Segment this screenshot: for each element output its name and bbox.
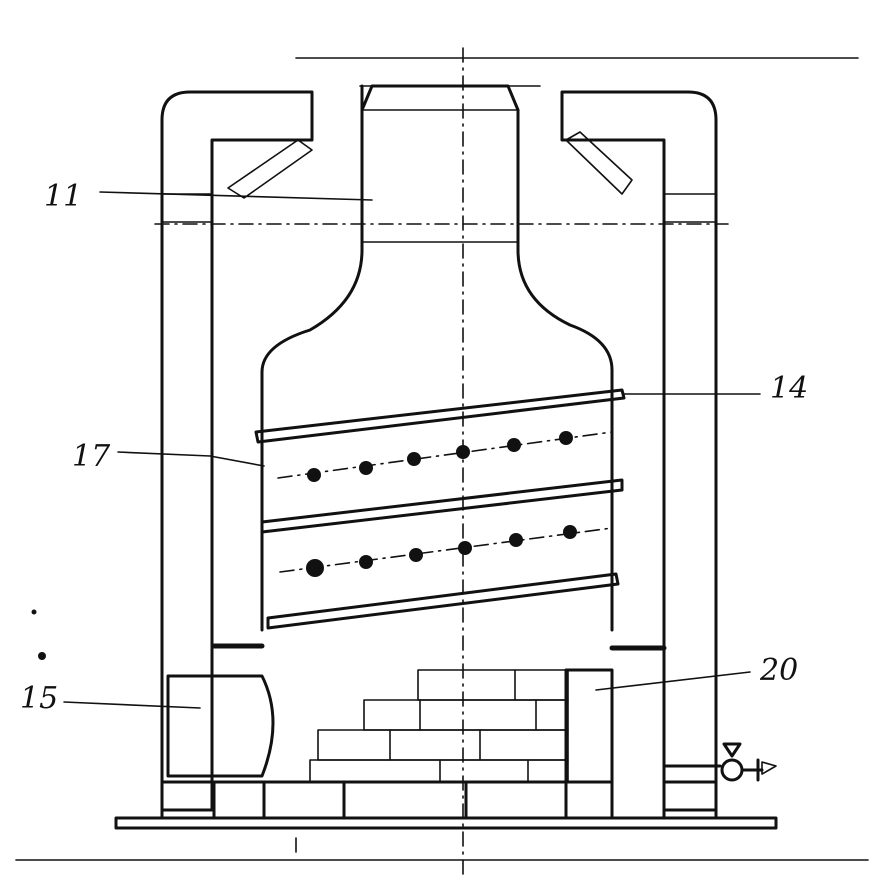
- right-outer-wall: [560, 90, 718, 812]
- stray-dot-2: [38, 652, 46, 660]
- label-11: 11: [44, 179, 82, 214]
- stray-dot-1: [31, 609, 37, 615]
- label-20: 20: [759, 653, 798, 688]
- brick-stack: [309, 669, 569, 783]
- leader-15: [63, 701, 201, 709]
- brick-pillar-20: [564, 668, 614, 784]
- label-14: 14: [770, 371, 808, 406]
- spiral-band-1: [254, 388, 626, 444]
- leader-20: [595, 671, 751, 691]
- spiral-band-2: [260, 478, 624, 534]
- leader-11: [99, 191, 373, 201]
- label-17: 17: [72, 439, 111, 474]
- base-blocks: [160, 780, 718, 820]
- valve-icon: [662, 742, 777, 782]
- base-plate: [114, 816, 778, 830]
- vessel-top: [360, 84, 520, 112]
- right-deflector: [565, 131, 633, 195]
- burner-15: [166, 674, 275, 778]
- label-15: 15: [20, 681, 58, 716]
- nozzle-row-2: [306, 525, 577, 577]
- left-outer-wall: [160, 90, 314, 812]
- vessel-body: [260, 84, 614, 632]
- nozzle-row-line-2: [279, 527, 613, 573]
- leader-17: [117, 451, 265, 467]
- left-deflector: [227, 139, 313, 199]
- spiral-band-3: [266, 572, 620, 630]
- nozzle-row-1: [307, 431, 573, 482]
- nozzle-row-line-1: [277, 431, 613, 479]
